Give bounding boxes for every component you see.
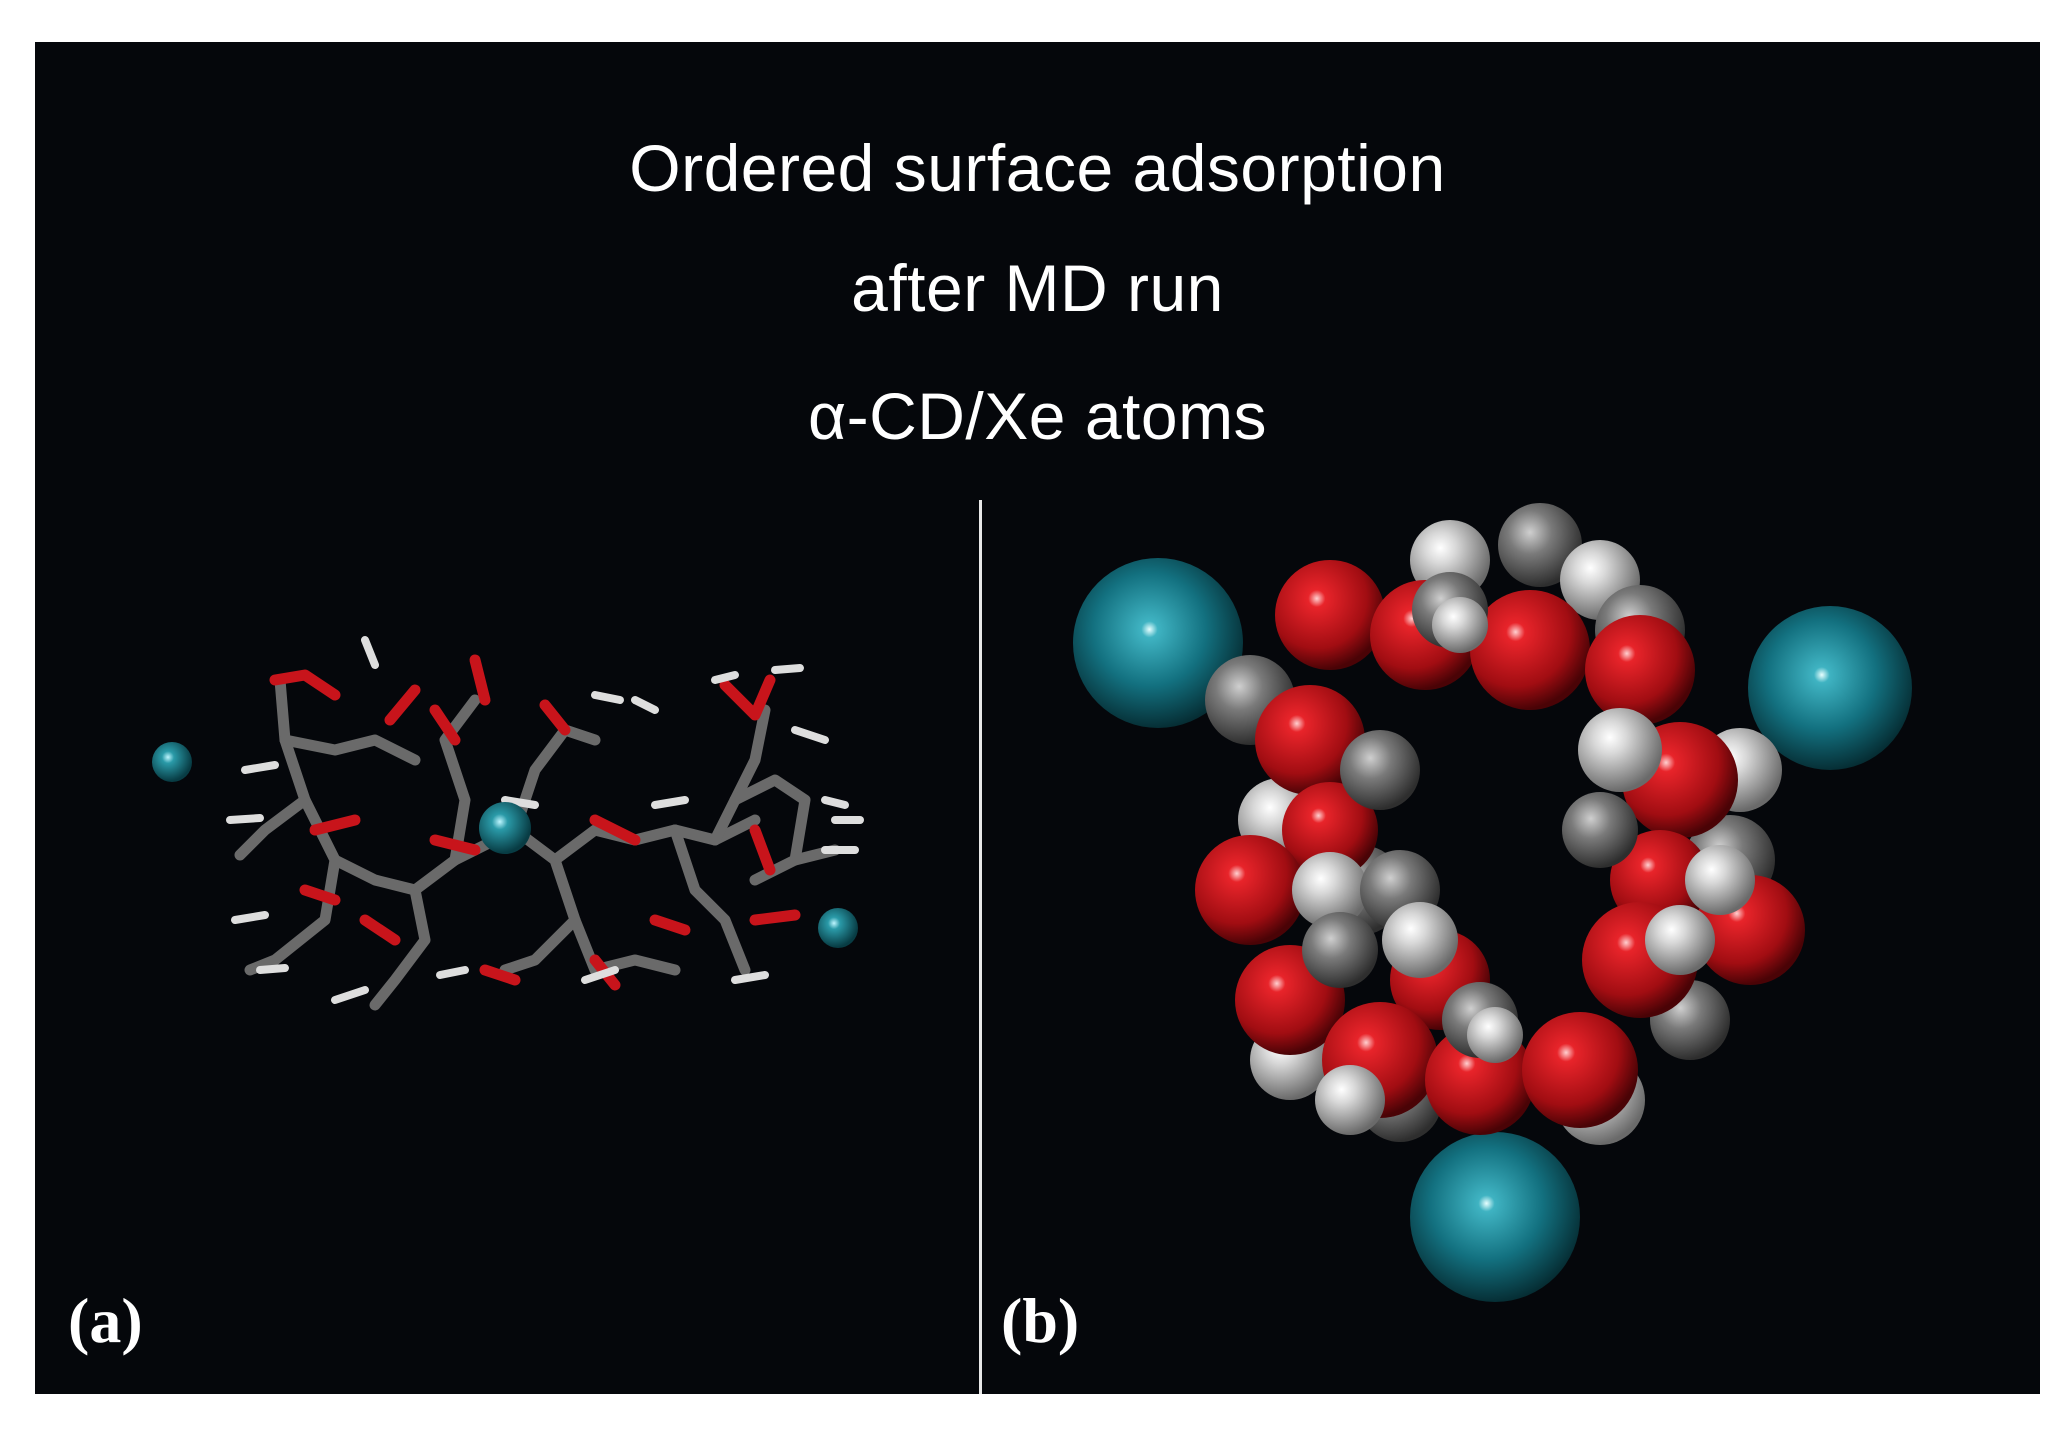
panel-divider (979, 500, 982, 1394)
xe-atom-center (479, 802, 531, 854)
panel-a-label: (a) (68, 1285, 143, 1356)
figure-canvas: Ordered surface adsorption after MD run … (35, 42, 2040, 1394)
xe-atom-left (152, 742, 192, 782)
xe-atom-right (818, 908, 858, 948)
space-filling-panel (1073, 503, 1912, 1302)
xe-sphere-right (1748, 606, 1912, 770)
panel-b-label: (b) (1001, 1285, 1080, 1356)
xe-sphere-bottom (1410, 1132, 1580, 1302)
xe-sphere-left (1073, 558, 1243, 728)
title-line-1: Ordered surface adsorption (629, 131, 1446, 205)
stick-model-panel (152, 636, 864, 1011)
title-line-3: α-CD/Xe atoms (807, 379, 1268, 453)
cyclodextrin-ring (1195, 503, 1805, 1145)
title-line-2: after MD run (851, 251, 1224, 325)
stick-molecule (226, 636, 864, 1011)
